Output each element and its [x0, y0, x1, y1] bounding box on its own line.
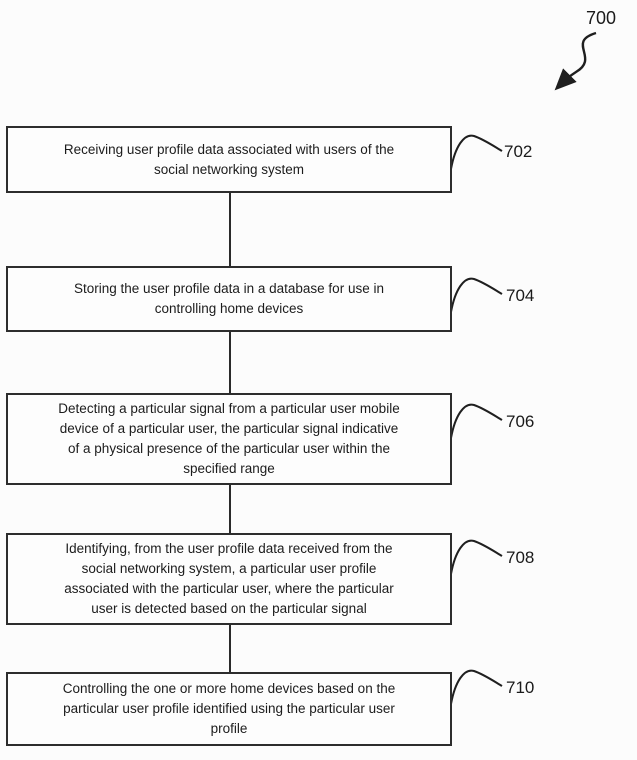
flowchart-step-box-704: Storing the user profile data in a datab…	[6, 266, 452, 332]
flowchart-step-box-708: Identifying, from the user profile data …	[6, 533, 452, 625]
step-ref-label-706: 706	[506, 412, 535, 431]
step-text-line: profile	[210, 721, 248, 736]
step-text-line: associated with the particular user, whe…	[64, 581, 394, 596]
leader-curve-708	[450, 539, 503, 575]
figure-arrow-icon	[554, 31, 597, 91]
leader-curve-706	[450, 403, 503, 439]
leader-curve-704	[450, 277, 503, 313]
step-text-line: device of a particular user, the particu…	[59, 421, 399, 436]
step-text-line: Receiving user profile data associated w…	[63, 141, 395, 157]
step-ref-label-710: 710	[506, 678, 535, 697]
step-text-line: social networking system, a particular u…	[81, 561, 377, 576]
flowchart-step-box-706: Detecting a particular signal from a par…	[6, 393, 452, 485]
step-text-line: user is detected based on the particular…	[91, 601, 367, 616]
step-ref-label-708: 708	[506, 548, 535, 567]
step-text-line: specified range	[183, 461, 275, 476]
step-text-line: particular user profile identified using…	[63, 701, 395, 716]
step-text-line: of a physical presence of the particular…	[68, 441, 390, 456]
step-text-line: controlling home devices	[154, 301, 304, 316]
step-text-line: social networking system	[153, 161, 305, 177]
leader-curve-702	[450, 134, 503, 170]
step-text-line: Detecting a particular signal from a par…	[58, 401, 400, 416]
step-text-line: Identifying, from the user profile data …	[65, 541, 393, 556]
step-ref-label-702: 702	[504, 142, 533, 161]
leader-curve-710	[450, 669, 503, 705]
flowchart-step-box-710: Controlling the one or more home devices…	[6, 672, 452, 746]
flowchart-step-box-702: Receiving user profile data associated w…	[6, 126, 452, 193]
step-ref-label-704: 704	[506, 286, 535, 305]
step-text-line: Controlling the one or more home devices…	[62, 681, 396, 696]
figure-ref-label: 700	[586, 8, 617, 28]
step-text-line: Storing the user profile data in a datab…	[74, 281, 384, 296]
